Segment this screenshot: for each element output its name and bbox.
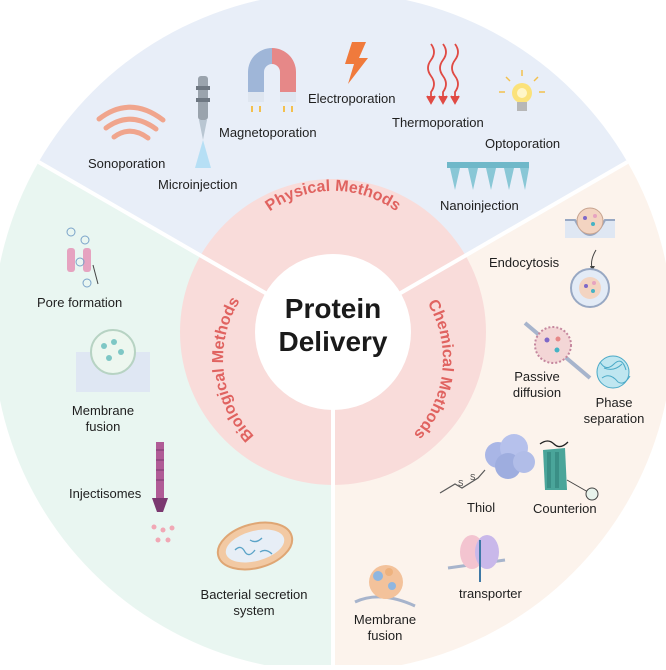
microinjection-icon (195, 76, 211, 168)
label-chemical-membrane-fusion: Membrane fusion (354, 612, 416, 645)
sector-physical-bg (38, 0, 628, 332)
label-biological-membrane-fusion: Membrane fusion (72, 403, 134, 436)
magnet-icon (248, 48, 296, 112)
lightbulb-icon (499, 70, 545, 111)
label-endocytosis: Endocytosis (489, 255, 560, 270)
label-microinjection: Microinjection (158, 177, 238, 192)
label-thermoporation: Thermoporation (392, 115, 484, 130)
label-phase-separation-line1: Phase (595, 395, 633, 410)
svg-text:S: S (470, 473, 475, 482)
label-phase-separation-line2: separation (583, 411, 645, 427)
passive-diffusion-icon (523, 321, 592, 380)
phase-separation-icon (596, 355, 631, 389)
label-transporter: transporter (459, 586, 522, 601)
center-title-line1: Protein (284, 293, 382, 324)
nanoinjection-icon (447, 162, 529, 190)
bacterium-icon (216, 521, 294, 571)
injectisome-icon (151, 442, 175, 543)
label-injectisomes: Injectisomes (69, 486, 142, 501)
endocytosis-icon (565, 207, 615, 308)
center-title: Protein Delivery (258, 292, 408, 358)
thiol-icon: S S (439, 434, 535, 494)
label-pore-formation: Pore formation (37, 295, 123, 310)
label-electroporation: Electroporation (308, 91, 396, 106)
label-bacterial-secretion-line2: system (233, 603, 275, 619)
label-phase-separation: Phase separation (584, 395, 645, 428)
biological-membrane-fusion-icon (76, 329, 150, 392)
label-counterion: Counterion (533, 501, 597, 516)
lightning-icon (345, 42, 368, 84)
label-bacterial-secretion-line1: Bacterial secretion (200, 587, 308, 602)
label-magnetoporation: Magnetoporation (219, 125, 317, 140)
label-thiol: Thiol (467, 500, 496, 515)
label-biological-membrane-fusion-line1: Membrane (71, 403, 135, 418)
label-passive-diffusion: Passive diffusion (513, 369, 561, 402)
label-optoporation: Optoporation (485, 136, 561, 151)
label-passive-diffusion-line1: Passive (514, 369, 560, 384)
sonoporation-icon (96, 104, 166, 141)
svg-text:S: S (458, 479, 463, 488)
transporter-icon (447, 535, 506, 582)
center-disk (255, 254, 411, 410)
heat-icon (426, 43, 460, 105)
pore-formation-icon (66, 227, 99, 288)
label-biological-membrane-fusion-line2: fusion (85, 419, 121, 435)
label-sonoporation: Sonoporation (88, 156, 166, 171)
label-chemical-membrane-fusion-line2: fusion (367, 628, 403, 644)
chemical-membrane-fusion-icon (354, 565, 416, 608)
label-chemical-membrane-fusion-line1: Membrane (353, 612, 417, 627)
label-bacterial-secretion: Bacterial secretion system (201, 587, 308, 620)
counterion-icon (539, 440, 599, 501)
label-passive-diffusion-line2: diffusion (512, 385, 562, 401)
label-nanoinjection: Nanoinjection (440, 198, 519, 213)
center-title-line2: Delivery (278, 326, 388, 358)
